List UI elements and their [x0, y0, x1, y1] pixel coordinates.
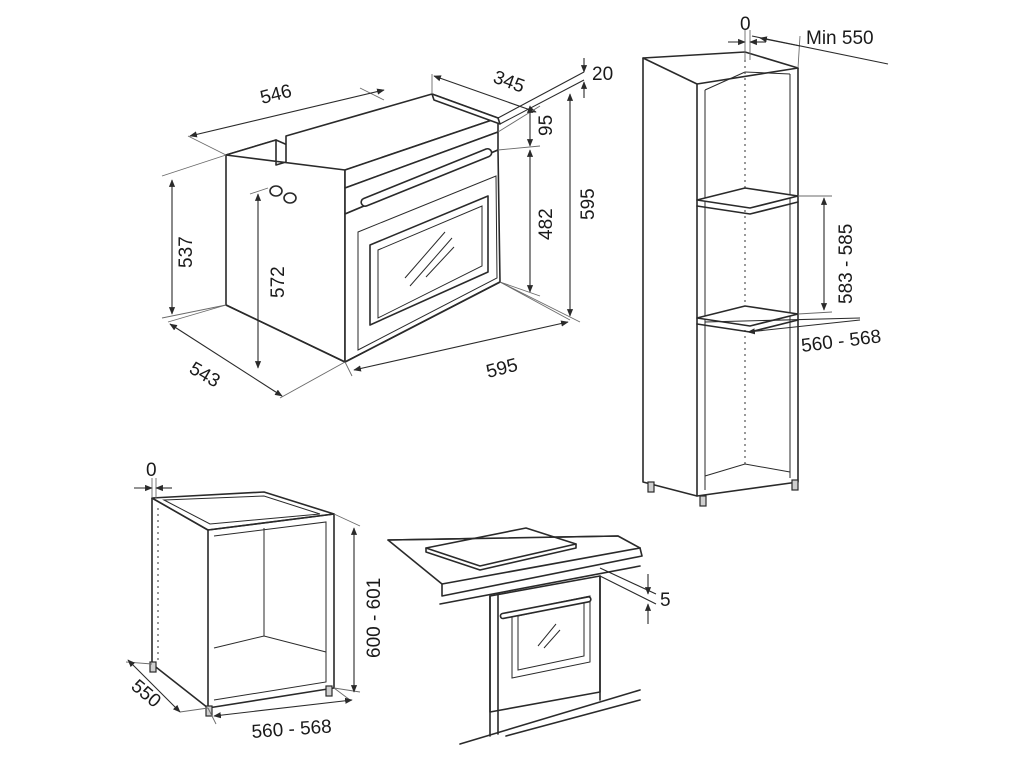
dim-front-width: 595 — [484, 355, 520, 383]
dim-panel-thickness: 20 — [592, 64, 613, 85]
base-unit-dimension-lines — [125, 478, 361, 725]
dim-panel-height: 95 — [536, 115, 557, 136]
column-unit-dimension-labels: 0 Min 550 583 - 585 560 - 568 — [740, 14, 882, 357]
dim-door-height: 482 — [536, 208, 557, 240]
column-unit-dimension-lines — [704, 30, 889, 335]
dim-body-height: 537 — [176, 236, 197, 268]
dim-base-gap: 0 — [146, 460, 157, 481]
dim-base-width: 560 - 568 — [251, 716, 333, 743]
under-counter-drawing — [387, 527, 657, 745]
dim-column-niche-width: 560 - 568 — [800, 326, 882, 357]
dim-base-depth: 550 — [127, 676, 165, 712]
dim-base-height: 600 - 601 — [364, 578, 385, 658]
base-unit-drawing — [149, 491, 335, 717]
dim-inner-height: 572 — [268, 266, 289, 298]
dim-total-height: 595 — [578, 188, 599, 220]
dim-column-min-depth: Min 550 — [806, 28, 874, 49]
oven-drawing — [225, 93, 501, 363]
dim-top-width: 546 — [258, 81, 294, 109]
oven-dimension-lines — [161, 58, 588, 399]
dim-depth: 543 — [186, 358, 224, 392]
dim-top-depth: 345 — [490, 67, 527, 98]
under-counter-dimension-labels: 5 — [660, 590, 671, 611]
dim-column-gap: 0 — [740, 14, 751, 35]
column-unit-drawing — [642, 51, 799, 507]
dim-under-counter-gap: 5 — [660, 590, 671, 611]
dim-column-niche-height: 583 - 585 — [836, 224, 857, 304]
